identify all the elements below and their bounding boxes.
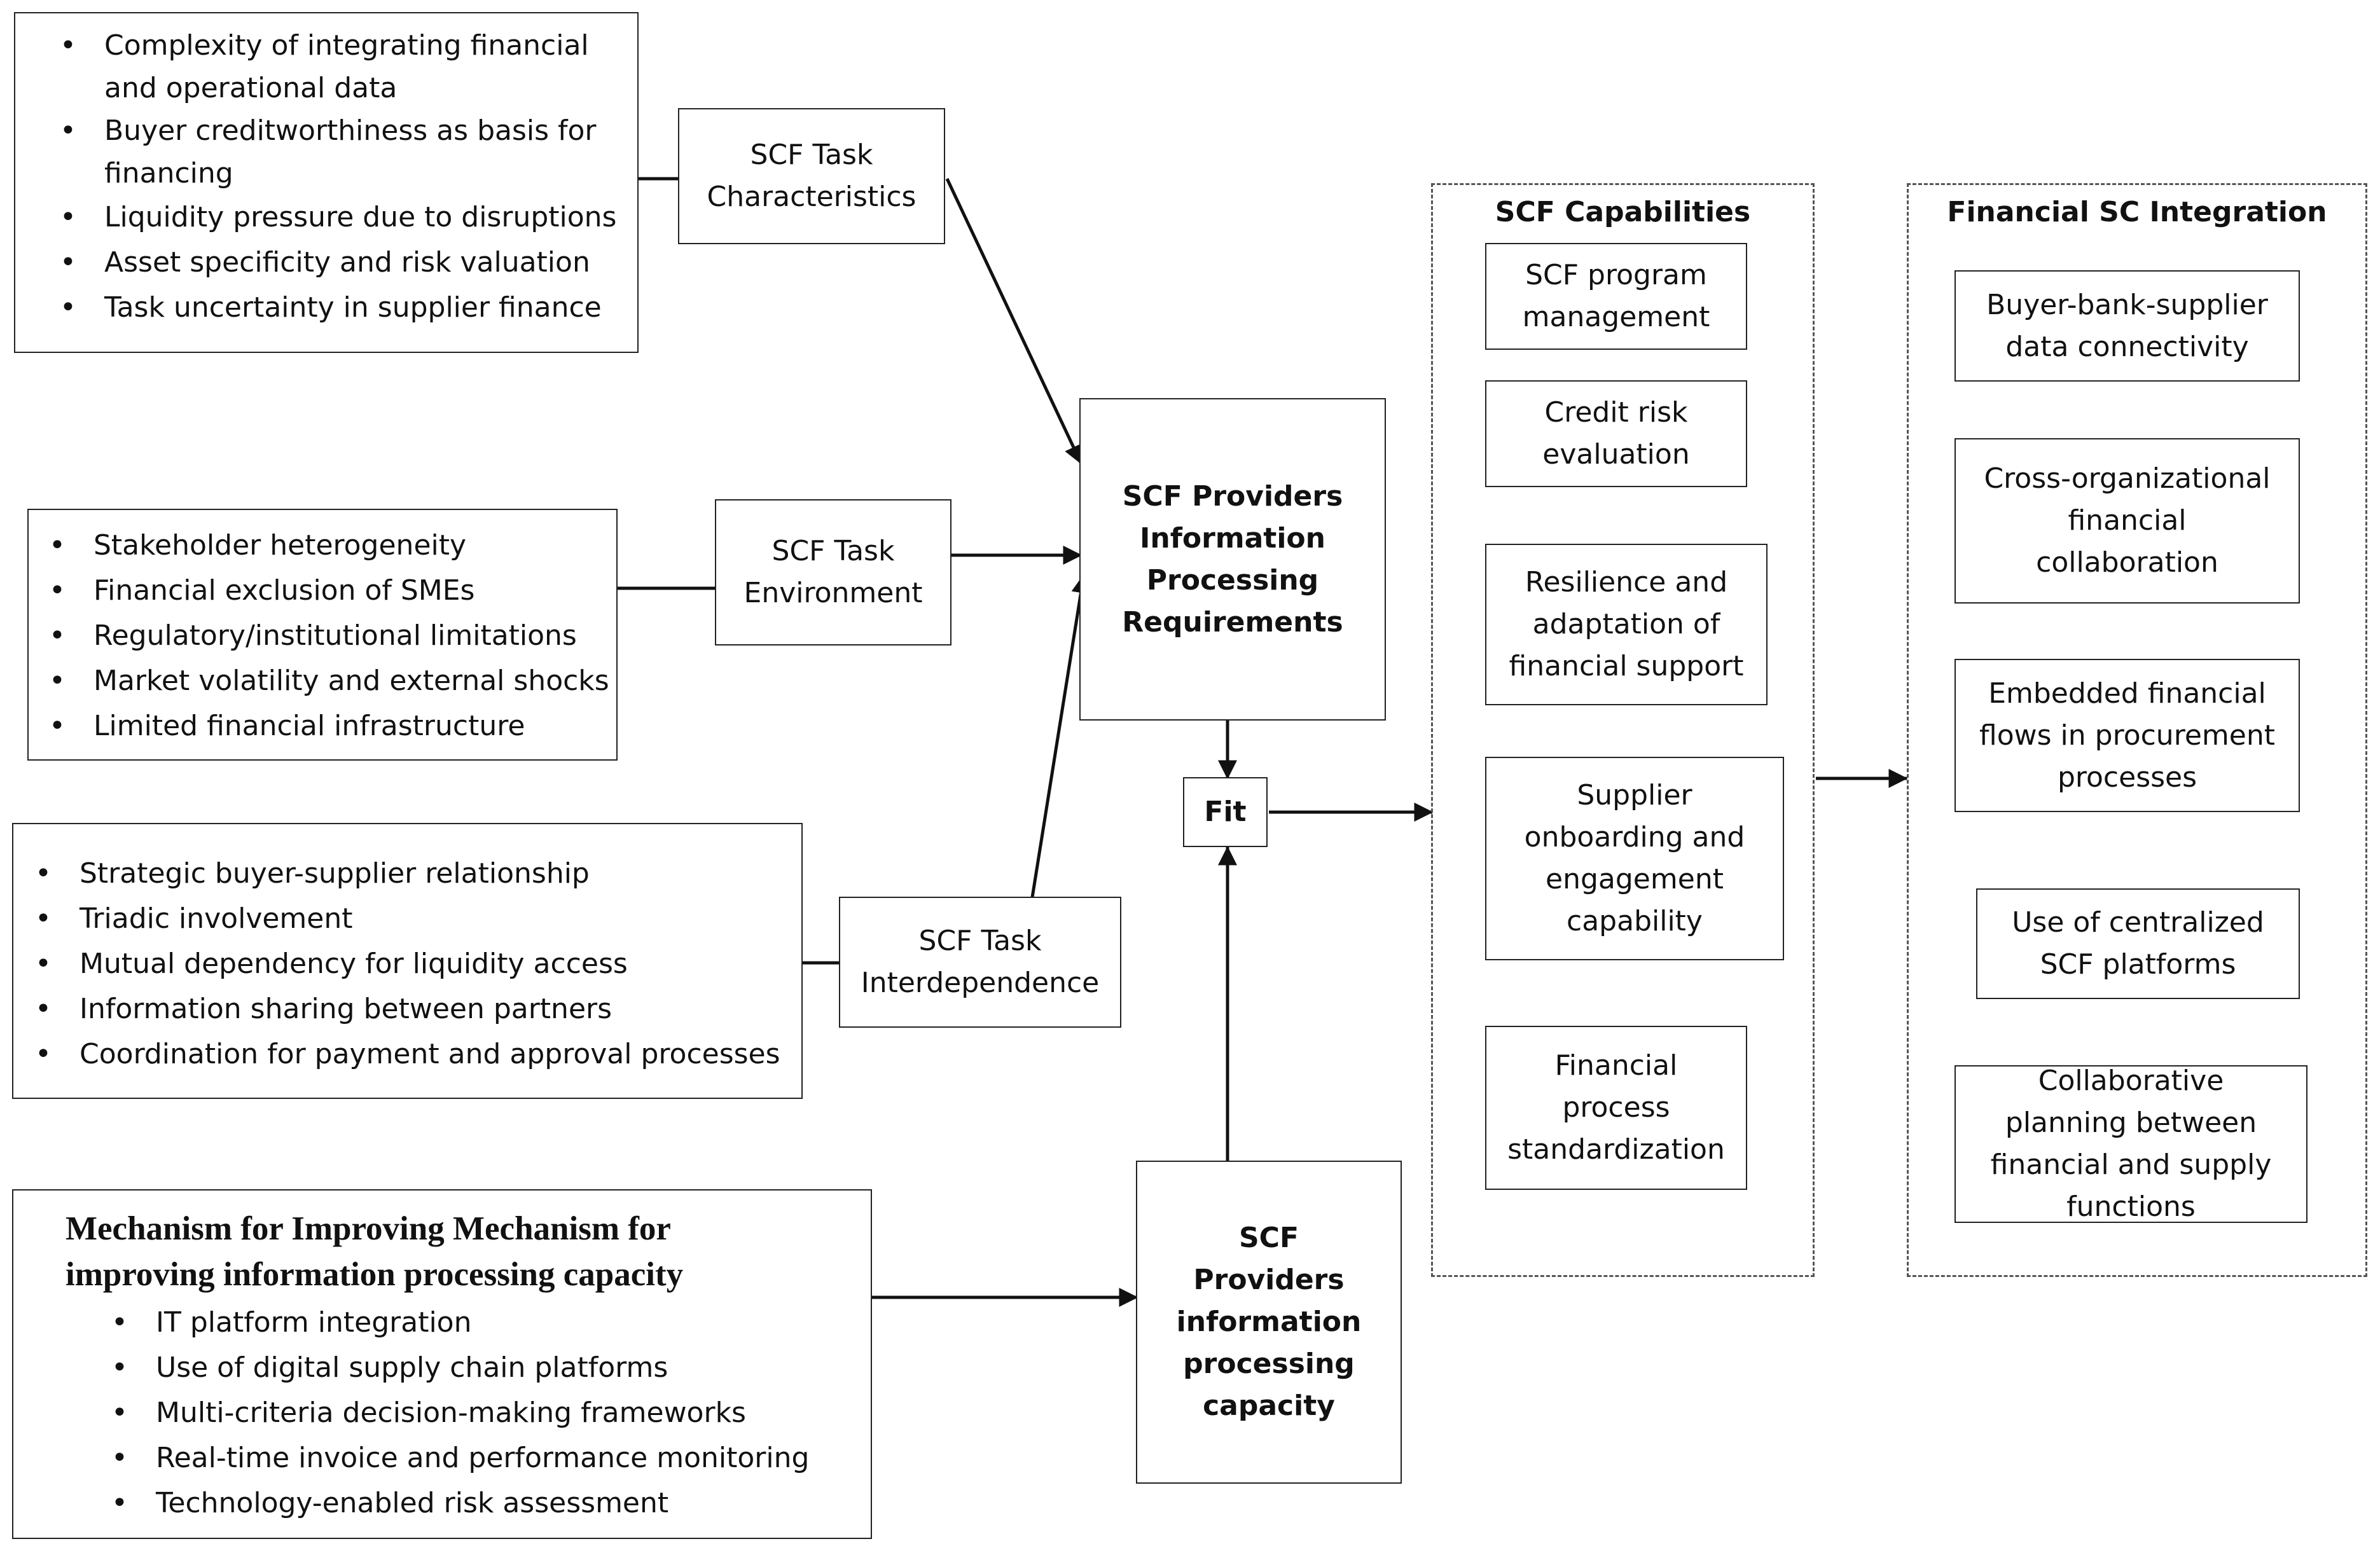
factor-item: Task uncertainty in supplier finance xyxy=(60,285,625,330)
task-characteristics-factor-list: Complexity of integrating financial and … xyxy=(60,24,625,330)
arrow-interdependence-to-requirements xyxy=(1030,574,1091,898)
capacity-label: SCF Providers information processing cap… xyxy=(1176,1222,1362,1422)
factor-item: Market volatility and external shocks xyxy=(49,658,609,703)
mechanism-item: Use of digital supply chain platforms xyxy=(111,1345,858,1390)
mechanism-list: IT platform integration Use of digital s… xyxy=(111,1300,858,1526)
requirements-label: SCF Providers Information Processing Req… xyxy=(1122,480,1343,638)
capability-item: Resilience and adaptation of financial s… xyxy=(1485,544,1768,705)
factor-item: Mutual dependency for liquidity access xyxy=(35,941,789,986)
capabilities-group xyxy=(1431,183,1815,1277)
capability-label: Supplier onboarding and engagement capab… xyxy=(1524,779,1745,937)
capability-item: Credit risk evaluation xyxy=(1485,380,1747,487)
factor-item: Stakeholder heterogeneity xyxy=(49,523,604,568)
integration-group xyxy=(1907,183,2367,1277)
factor-item: Financial exclusion of SMEs xyxy=(49,568,604,613)
factor-item: Complexity of integrating financial and … xyxy=(60,24,625,109)
task-interdependence-label: SCF Task Interdependence xyxy=(861,925,1100,999)
factor-item: Triadic involvement xyxy=(35,896,789,941)
mechanism-item: IT platform integration xyxy=(111,1300,858,1345)
requirements-node: SCF Providers Information Processing Req… xyxy=(1079,398,1386,721)
mechanism-box: Mechanism for Improving Mechanism for im… xyxy=(12,1189,872,1539)
fit-node: Fit xyxy=(1183,777,1268,847)
integration-item: Cross-organizational financial collabora… xyxy=(1955,438,2300,604)
integration-label: Cross-organizational financial collabora… xyxy=(1984,462,2271,579)
capabilities-title: SCF Capabilities xyxy=(1495,196,1751,228)
mechanism-title: Mechanism for Improving Mechanism for im… xyxy=(66,1210,684,1293)
capability-item: Supplier onboarding and engagement capab… xyxy=(1485,757,1784,960)
factor-item: Limited financial infrastructure xyxy=(49,703,604,749)
integration-item: Use of centralized SCF platforms xyxy=(1976,888,2300,999)
capability-label: Credit risk evaluation xyxy=(1542,396,1690,471)
factor-item: Regulatory/institutional limitations xyxy=(49,613,604,658)
factor-item: Buyer creditworthiness as basis for fina… xyxy=(60,109,625,195)
task-characteristics-label: SCF Task Characteristics xyxy=(707,139,917,213)
factor-item: Coordination for payment and approval pr… xyxy=(35,1032,789,1077)
capability-item: SCF program management xyxy=(1485,243,1747,350)
task-environment-label: SCF Task Environment xyxy=(744,535,923,609)
integration-item: Embedded financial flows in procurement … xyxy=(1955,659,2300,812)
task-environment-factors-box: Stakeholder heterogeneity Financial excl… xyxy=(27,509,618,761)
fit-label: Fit xyxy=(1204,796,1247,828)
factor-item: Asset specificity and risk valuation xyxy=(60,240,625,285)
mechanism-item: Multi-criteria decision-making framework… xyxy=(111,1390,858,1435)
integration-label: Embedded financial flows in procurement … xyxy=(1979,677,2275,794)
integration-label: Buyer-bank-supplier data connectivity xyxy=(1986,288,2268,363)
mechanism-item: Real-time invoice and performance monito… xyxy=(111,1435,858,1481)
task-environment-factor-list: Stakeholder heterogeneity Financial excl… xyxy=(49,523,609,749)
factor-item: Liquidity pressure due to disruptions xyxy=(60,195,625,240)
task-interdependence-node: SCF Task Interdependence xyxy=(839,897,1121,1028)
capability-label: Resilience and adaptation of financial s… xyxy=(1509,566,1744,682)
task-environment-node: SCF Task Environment xyxy=(715,499,951,645)
task-interdependence-factor-list: Strategic buyer-supplier relationship Tr… xyxy=(35,851,789,1077)
mechanism-item: Technology-enabled risk assessment xyxy=(111,1481,858,1526)
capability-label: Financial process standardization xyxy=(1507,1049,1725,1166)
integration-item: Buyer-bank-supplier data connectivity xyxy=(1955,270,2300,382)
capacity-node: SCF Providers information processing cap… xyxy=(1136,1161,1402,1484)
task-interdependence-factors-box: Strategic buyer-supplier relationship Tr… xyxy=(12,823,803,1099)
integration-label: Use of centralized SCF platforms xyxy=(2012,906,2264,981)
integration-title: Financial SC Integration xyxy=(1947,196,2327,228)
task-characteristics-factors-box: Complexity of integrating financial and … xyxy=(14,12,639,353)
factor-item: Information sharing between partners xyxy=(35,986,789,1032)
capability-label: SCF program management xyxy=(1522,259,1710,333)
arrow-characteristics-to-requirements xyxy=(945,177,1083,465)
integration-label: Collaborative planning between financial… xyxy=(1990,1065,2272,1223)
integration-item: Collaborative planning between financial… xyxy=(1955,1065,2307,1223)
factor-item: Strategic buyer-supplier relationship xyxy=(35,851,789,896)
task-characteristics-node: SCF Task Characteristics xyxy=(678,108,945,244)
capability-item: Financial process standardization xyxy=(1485,1026,1747,1190)
